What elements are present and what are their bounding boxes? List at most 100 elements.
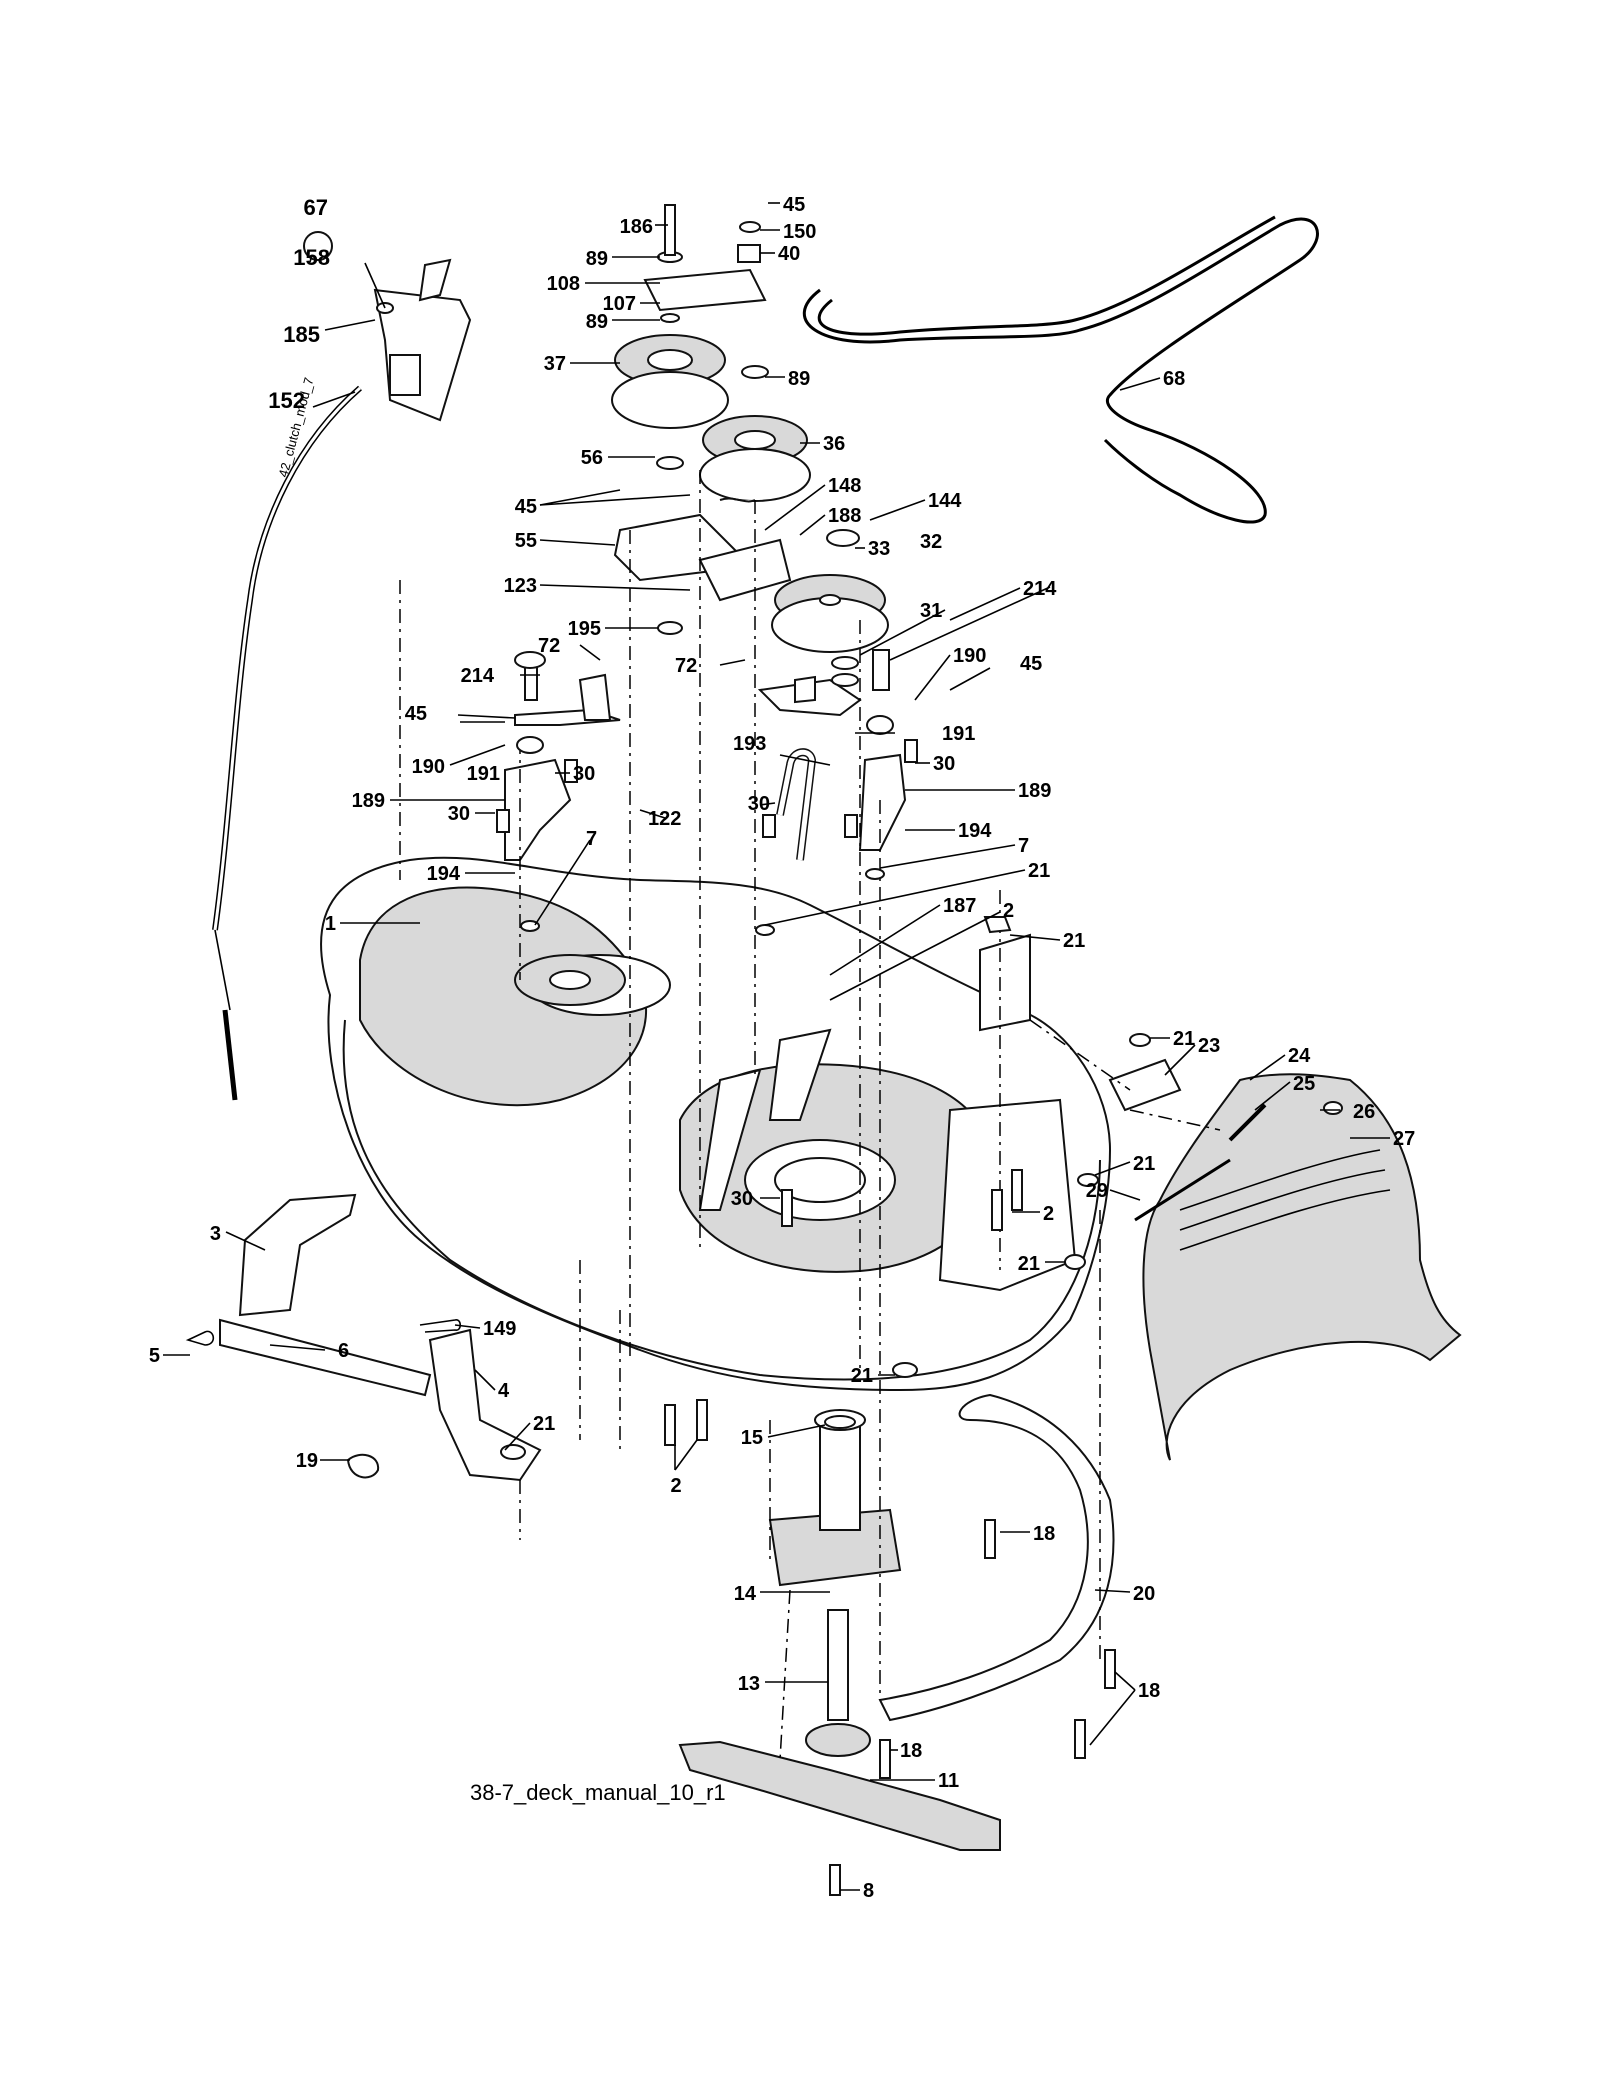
callout-label: 188 <box>828 505 861 527</box>
callout-label: 186 <box>620 216 653 238</box>
callout-label: 152 <box>268 388 305 413</box>
callout-label: 30 <box>933 753 955 775</box>
callout-label: 45 <box>515 496 537 518</box>
callout-label: 149 <box>483 1318 516 1340</box>
callout-label: 8 <box>863 1880 874 1902</box>
spindle-shaft-13 <box>805 1609 871 1757</box>
deck-shell <box>320 856 1112 1392</box>
callout-label: 108 <box>547 273 580 295</box>
callout-label: 7 <box>586 828 597 850</box>
callout-label: 189 <box>352 790 385 812</box>
callout-label: 30 <box>448 803 470 825</box>
callout-label: 89 <box>788 368 810 390</box>
callout-label: 1 <box>325 913 336 935</box>
spindle-ring-15 <box>824 1415 857 1429</box>
callout-label: 190 <box>953 645 986 667</box>
callout-label: 33 <box>868 538 890 560</box>
pulley-32 <box>771 574 889 653</box>
callout-label: 30 <box>748 793 770 815</box>
callout-label: 214 <box>461 665 495 687</box>
callout-label: 194 <box>958 820 992 842</box>
callout-label: 21 <box>1173 1028 1195 1050</box>
callout-label: 15 <box>741 1427 763 1449</box>
idler-arm-190-right <box>757 675 862 717</box>
callout-label: 193 <box>733 733 766 755</box>
callout-label: 18 <box>1138 1680 1160 1702</box>
idler-arm-55 <box>613 497 792 602</box>
callout-label: 158 <box>293 245 330 270</box>
callout-label: 72 <box>538 635 560 657</box>
callout-label: 26 <box>1353 1101 1375 1123</box>
callout-label: 18 <box>900 1740 922 1762</box>
callout-label: 13 <box>738 1673 760 1695</box>
callout-label: 55 <box>515 530 537 552</box>
callout-label: 148 <box>828 475 861 497</box>
hardware <box>346 204 1343 1896</box>
callout-label: 21 <box>1063 930 1085 952</box>
pulley-37 <box>611 334 729 429</box>
callout-label: 2 <box>1043 1203 1054 1225</box>
callout-label: 21 <box>1018 1253 1040 1275</box>
callout-label: 19 <box>296 1450 318 1472</box>
hair-pin-149 <box>419 1319 462 1333</box>
callout-label: 107 <box>603 293 636 315</box>
callout-label: 191 <box>467 763 500 785</box>
callout-label: 30 <box>573 763 595 785</box>
callout-label: 27 <box>1393 1128 1415 1150</box>
callout-label: 191 <box>942 723 975 745</box>
callout-label: 5 <box>149 1345 160 1367</box>
callout-label: 21 <box>1028 860 1050 882</box>
pulley-36 <box>699 415 811 502</box>
spring-25 <box>1228 1103 1267 1142</box>
callout-label: 214 <box>1023 578 1057 600</box>
callout-label: 122 <box>648 808 681 830</box>
alignment-lines <box>399 470 1221 1761</box>
callout-label: 11 <box>938 1770 959 1792</box>
clutch-rod-193 <box>776 748 817 861</box>
discharge-chute-27 <box>1142 1073 1462 1461</box>
drawing-id: 38-7_deck_manual_10_r1 <box>470 1780 726 1805</box>
callout-label: 195 <box>568 618 601 640</box>
callout-label: 150 <box>783 221 816 243</box>
link-6 <box>219 1318 432 1397</box>
hair-pin-5 <box>185 1330 215 1346</box>
callout-label: 4 <box>498 1380 510 1402</box>
callout-label: 187 <box>943 895 976 917</box>
callout-label: 21 <box>1133 1153 1155 1175</box>
callout-label: 2 <box>1003 900 1014 922</box>
callout-label: 45 <box>405 703 427 725</box>
callout-label: 40 <box>778 243 800 265</box>
leader-lines <box>163 202 1390 1891</box>
callout-label: 123 <box>504 575 537 597</box>
drive-belt <box>802 217 1319 524</box>
callout-label: 194 <box>427 863 461 885</box>
rod-29 <box>1134 1158 1231 1222</box>
callout-label: 68 <box>1163 368 1185 390</box>
callout-label: 190 <box>412 756 445 778</box>
bracket-4 <box>428 1328 542 1482</box>
knob-67 <box>303 231 333 261</box>
callout-label: 45 <box>783 194 805 216</box>
callout-label: 3 <box>210 1223 221 1245</box>
callout-label: 21 <box>533 1413 555 1435</box>
spindle-housing-14 <box>768 1409 902 1587</box>
chute-pivot-23 <box>1108 1058 1182 1112</box>
callout-label: 18 <box>1033 1523 1055 1545</box>
callout-label: 72 <box>675 655 697 677</box>
callout-label: 30 <box>731 1188 753 1210</box>
blade-11 <box>678 1740 1001 1851</box>
callout-label: 29 <box>1086 1180 1108 1202</box>
callout-label: 189 <box>1018 780 1051 802</box>
callout-label: 144 <box>928 490 962 512</box>
bracket-189-left <box>504 758 572 861</box>
callout-label: 23 <box>1198 1035 1220 1057</box>
lever-bracket-185 <box>373 258 472 422</box>
callout-label: 2 <box>670 1475 681 1497</box>
callout-label: 20 <box>1133 1583 1155 1605</box>
callout-label: 37 <box>544 353 566 375</box>
callout-label: 56 <box>581 447 603 469</box>
callout-label: 89 <box>586 311 608 333</box>
callout-label: 6 <box>338 1340 349 1362</box>
